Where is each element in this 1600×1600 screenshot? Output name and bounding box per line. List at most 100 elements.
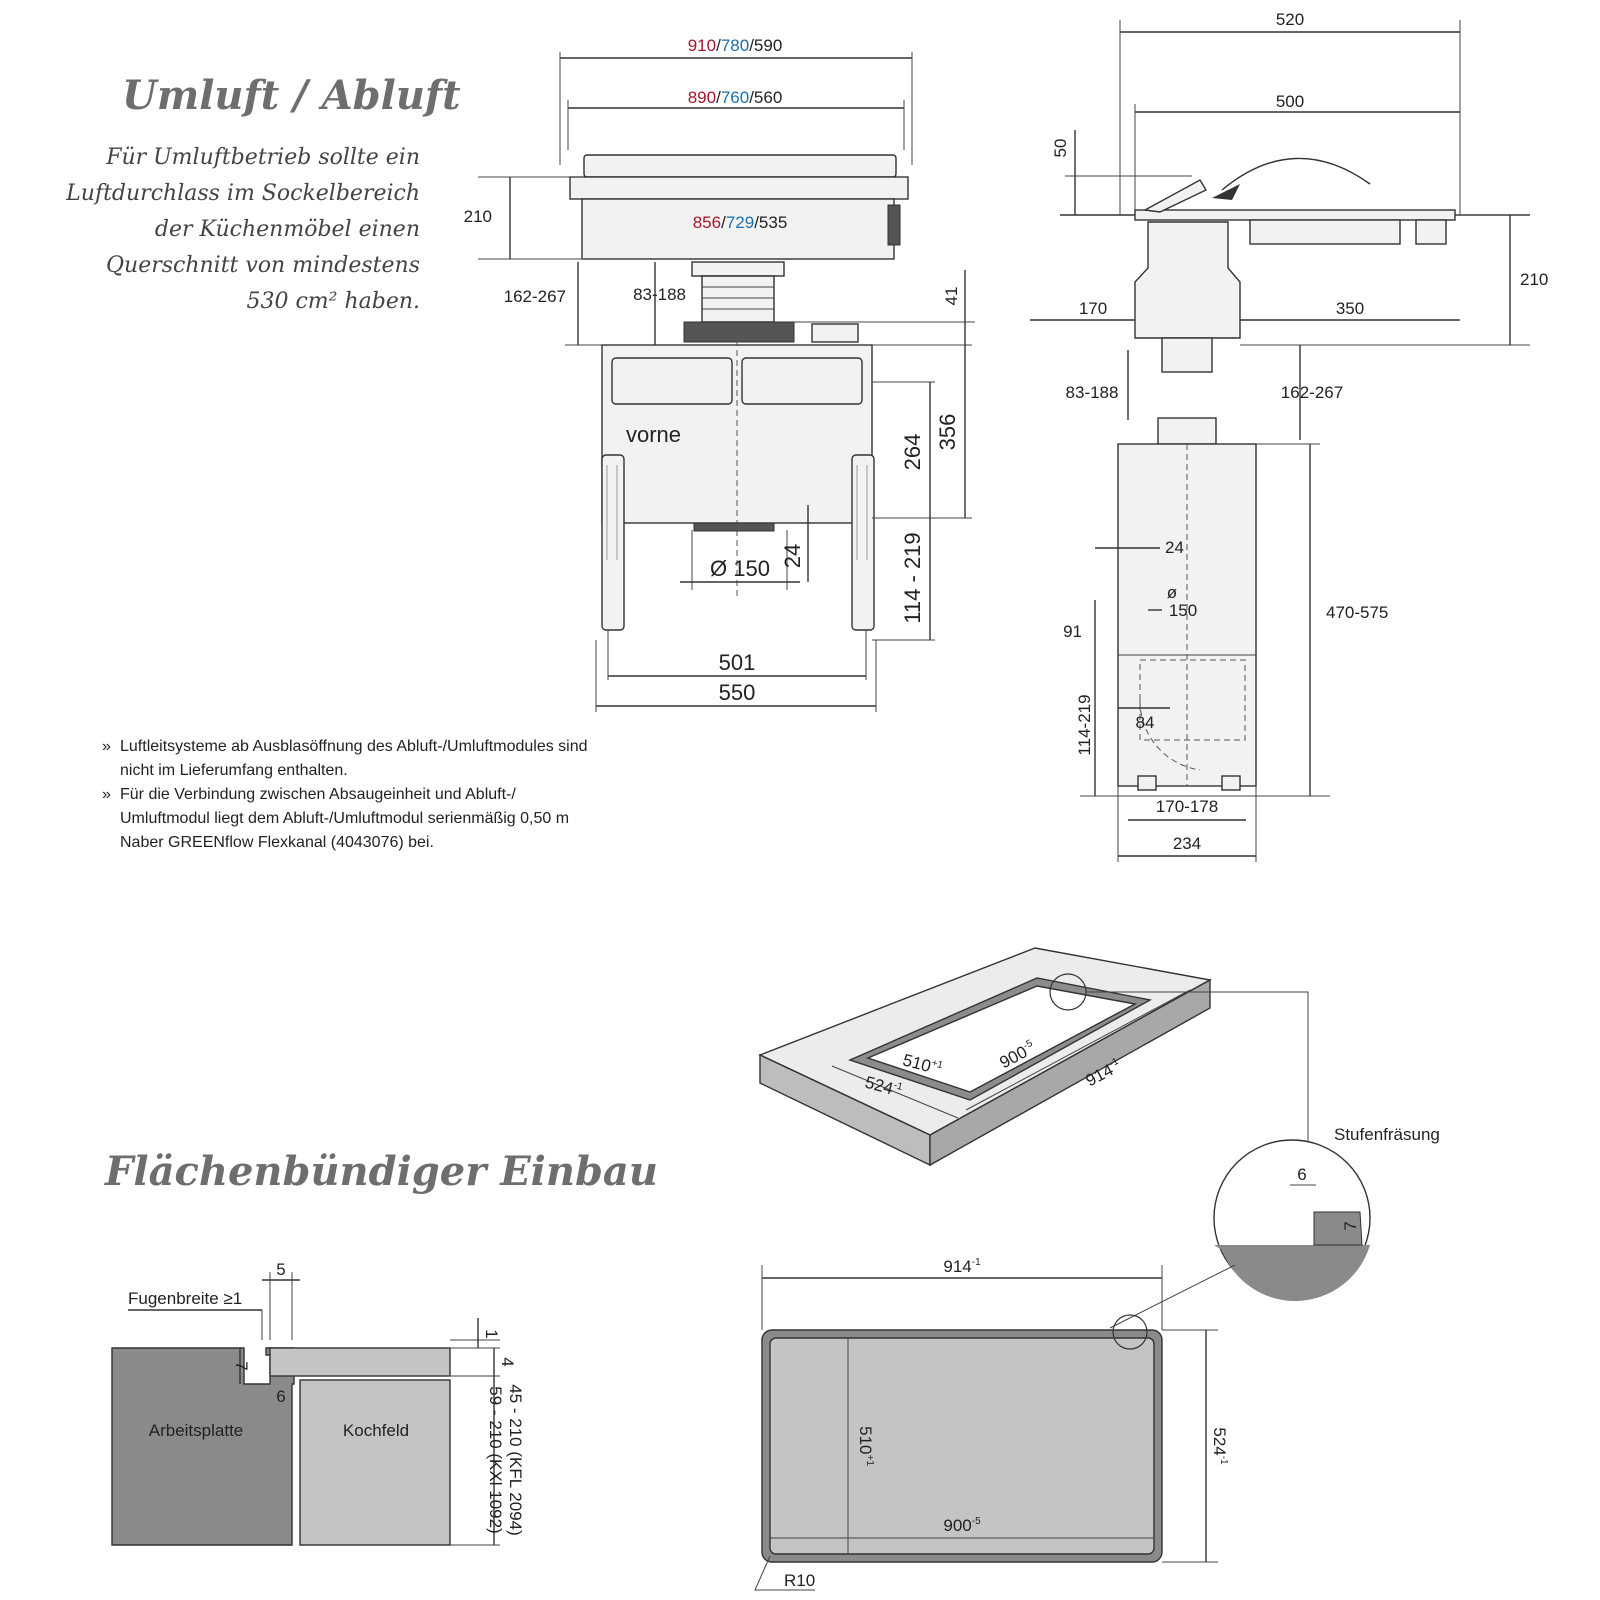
dim-legs-range-side: 114-219 <box>1075 694 1094 755</box>
dim-550: 550 <box>719 680 756 705</box>
arbeitsplatte-block <box>111 1347 295 1546</box>
dim-914-top: 914-1 <box>943 1257 981 1276</box>
outlet-flange <box>693 522 775 532</box>
dim-width-inner: 856/729/535 <box>693 213 788 232</box>
leader-r10 <box>754 1555 815 1591</box>
note-item: Für die Verbindung zwischen Absaugeinhei… <box>100 783 600 855</box>
module-connector <box>1157 417 1217 445</box>
dim-50: 50 <box>1051 139 1070 158</box>
heading-flaechenbuendig: Flächenbündiger Einbau <box>105 1148 658 1195</box>
label-arbeitsplatte: Arbeitsplatte <box>149 1421 244 1440</box>
dim-41: 41 <box>942 287 961 306</box>
detail-dim-7: 7 <box>1341 1221 1360 1230</box>
outlet-box <box>1139 659 1246 741</box>
dim-6: 6 <box>276 1387 285 1406</box>
dim-264: 264 <box>900 434 925 471</box>
heading-umluft: Umluft / Abluft <box>122 72 461 119</box>
dim-height-210-side: 210 <box>1520 270 1548 289</box>
filter-right <box>741 357 863 405</box>
flex-duct <box>701 275 775 323</box>
intro-line: Für Umluftbetrieb sollte ein <box>106 145 420 170</box>
detail-marker <box>1112 1314 1148 1350</box>
intro-line: der Küchenmöbel einen <box>154 217 420 242</box>
dim-84: 84 <box>1136 713 1155 732</box>
detail-worktop <box>1214 1245 1370 1301</box>
dim-150-side: 150 <box>1169 601 1197 620</box>
side-view: 520 500 50 210 170 350 83-188 162-26 <box>1030 10 1548 862</box>
dim-duct-range-side: 83-188 <box>1066 383 1119 402</box>
dim-width-mid: 890/760/560 <box>688 88 783 107</box>
dim-diameter-150: Ø 150 <box>710 556 770 581</box>
hob-body <box>581 198 895 260</box>
dim-4: 4 <box>498 1357 517 1366</box>
dim-520: 520 <box>1276 10 1304 29</box>
intro-text: Für Umluftbetrieb sollte ein Luftdurchla… <box>30 140 420 320</box>
duct-side <box>1161 337 1213 373</box>
extraction-flap <box>1142 179 1207 213</box>
hob-electronics <box>1249 219 1401 245</box>
filter-left <box>611 357 733 405</box>
leg-left <box>601 454 625 631</box>
hob-glass-profile <box>269 1347 451 1377</box>
hob-glass-side <box>1134 209 1456 221</box>
diameter-symbol-icon: ø <box>1167 583 1177 602</box>
module-terminal <box>811 323 859 343</box>
dim-under-range-side: 162-267 <box>1281 383 1343 402</box>
dim-24-side: 24 <box>1165 538 1184 557</box>
intro-line: Luftdurchlass im Sockelbereich <box>66 181 420 206</box>
worktop-side-edge <box>929 978 1211 1167</box>
dim-line-914 <box>965 989 1191 1111</box>
module-foot <box>1137 775 1157 791</box>
hob-side-bracket <box>887 204 901 246</box>
dim-width-top: 910/780/590 <box>688 36 783 55</box>
dim-510-top: 510+1 <box>856 1426 875 1466</box>
label-fugenbreite: Fugenbreite ≥1 <box>128 1289 242 1308</box>
dim-91: 91 <box>1063 622 1082 641</box>
dim-5: 5 <box>276 1260 285 1279</box>
dim-legs-range: 114 - 219 <box>900 532 925 623</box>
intro-line: 530 cm² haben. <box>246 289 420 314</box>
dim-duct-range: 83-188 <box>633 285 686 304</box>
dim-170: 170 <box>1079 299 1107 318</box>
cutout-inner <box>769 1337 1155 1555</box>
dim-1: 1 <box>482 1329 501 1338</box>
flush-profile: 5 Fugenbreite ≥1 7 6 1 4 45 - 210 (KFL 2… <box>111 1260 525 1546</box>
dim-range-kfl: 45 - 210 (KFL 2094) <box>506 1384 525 1536</box>
leg-right <box>851 454 875 631</box>
leader-line <box>1086 991 1309 1162</box>
module-fan-top <box>683 321 795 343</box>
dim-500: 500 <box>1276 92 1304 111</box>
dim-module-height: 470-575 <box>1326 603 1388 622</box>
dim-range-kxl: 59 - 210 (KXl 1092) <box>486 1386 505 1533</box>
detail-dim-6: 6 <box>1297 1165 1306 1184</box>
module-foot <box>1221 775 1241 791</box>
dim-height-210: 210 <box>464 207 492 226</box>
dim-356: 356 <box>935 414 960 451</box>
leader-line <box>1109 1264 1236 1329</box>
arrow-head-icon <box>1212 184 1240 200</box>
notes-list: Luftleitsysteme ab Ausblasöffnung des Ab… <box>100 735 600 855</box>
dim-line-524 <box>831 1065 959 1119</box>
isometric-cutout: 510+1 900-5 524-1 914-1 Stufenfräsung 6 … <box>758 947 1440 1329</box>
detail-step <box>1313 1211 1363 1246</box>
intro-line: Querschnitt von mindestens <box>105 253 420 278</box>
hob-frame <box>569 176 909 200</box>
dim-7: 7 <box>232 1361 251 1370</box>
outlet-arc <box>1139 699 1201 771</box>
dim-350: 350 <box>1336 299 1364 318</box>
cutout-opening <box>866 985 1138 1093</box>
dim-inner-width: 170-178 <box>1156 797 1218 816</box>
dim-524-top: 524-1 <box>1210 1427 1229 1465</box>
label-vorne: vorne <box>626 422 681 447</box>
label-r10: R10 <box>784 1571 815 1590</box>
hob-glass-top <box>583 154 897 178</box>
dim-900-top: 900-5 <box>943 1516 981 1535</box>
label-stufenfraesung: Stufenfräsung <box>1334 1125 1440 1144</box>
kochfeld-block <box>299 1379 451 1546</box>
note-item: Luftleitsysteme ab Ausblasöffnung des Ab… <box>100 735 600 783</box>
dim-234: 234 <box>1173 834 1201 853</box>
dim-501: 501 <box>719 650 756 675</box>
cutout-top-view: 914-1 510+1 900-5 524-1 R10 <box>754 1257 1229 1591</box>
duct-collar <box>691 261 785 277</box>
